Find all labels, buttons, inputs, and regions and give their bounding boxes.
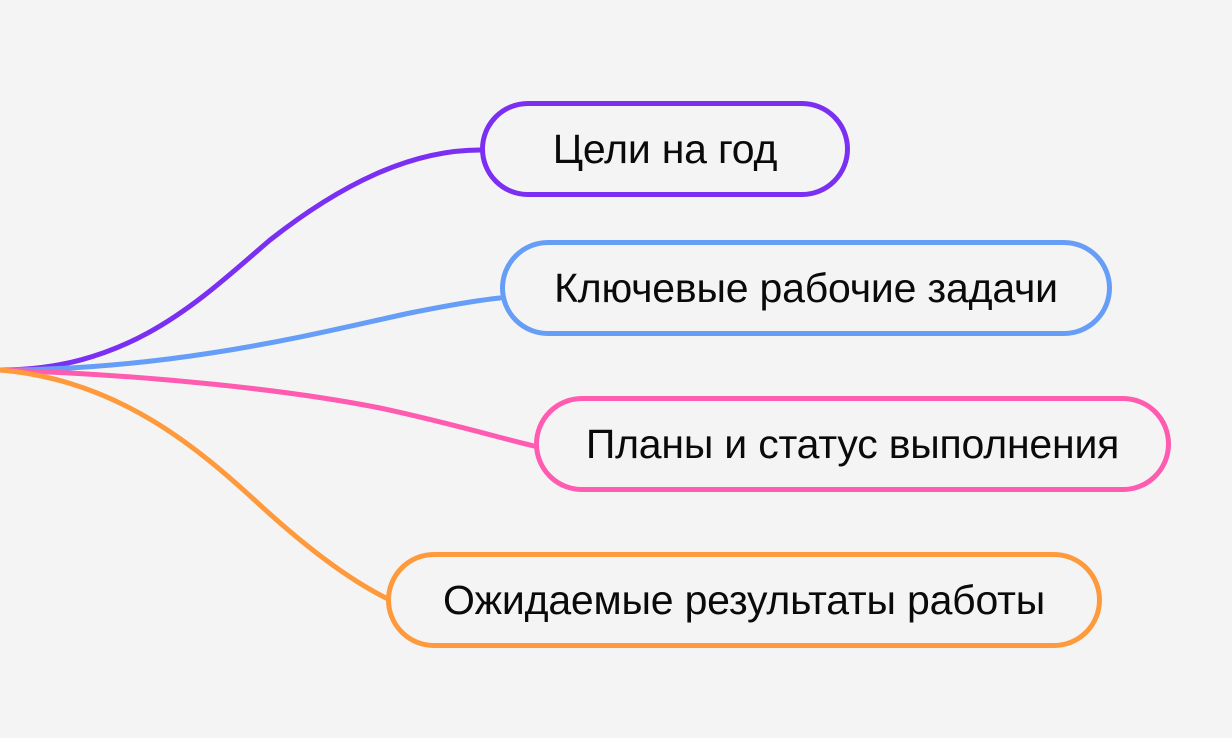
node-tasks[interactable]: Ключевые рабочие задачи: [500, 240, 1112, 336]
node-results[interactable]: Ожидаемые результаты работы: [386, 552, 1102, 648]
node-tasks-label: Ключевые рабочие задачи: [554, 264, 1058, 311]
node-results-label: Ожидаемые результаты работы: [442, 576, 1045, 623]
connector-goals: [0, 147, 483, 373]
node-goals[interactable]: Цели на год: [480, 101, 850, 197]
node-plans[interactable]: Планы и статус выполнения: [534, 396, 1171, 492]
connector-plans: [0, 367, 537, 449]
node-plans-label: Планы и статус выполнения: [585, 420, 1120, 467]
connector-tasks: [0, 295, 503, 373]
connector-results: [0, 367, 389, 601]
node-goals-label: Цели на год: [552, 125, 778, 172]
